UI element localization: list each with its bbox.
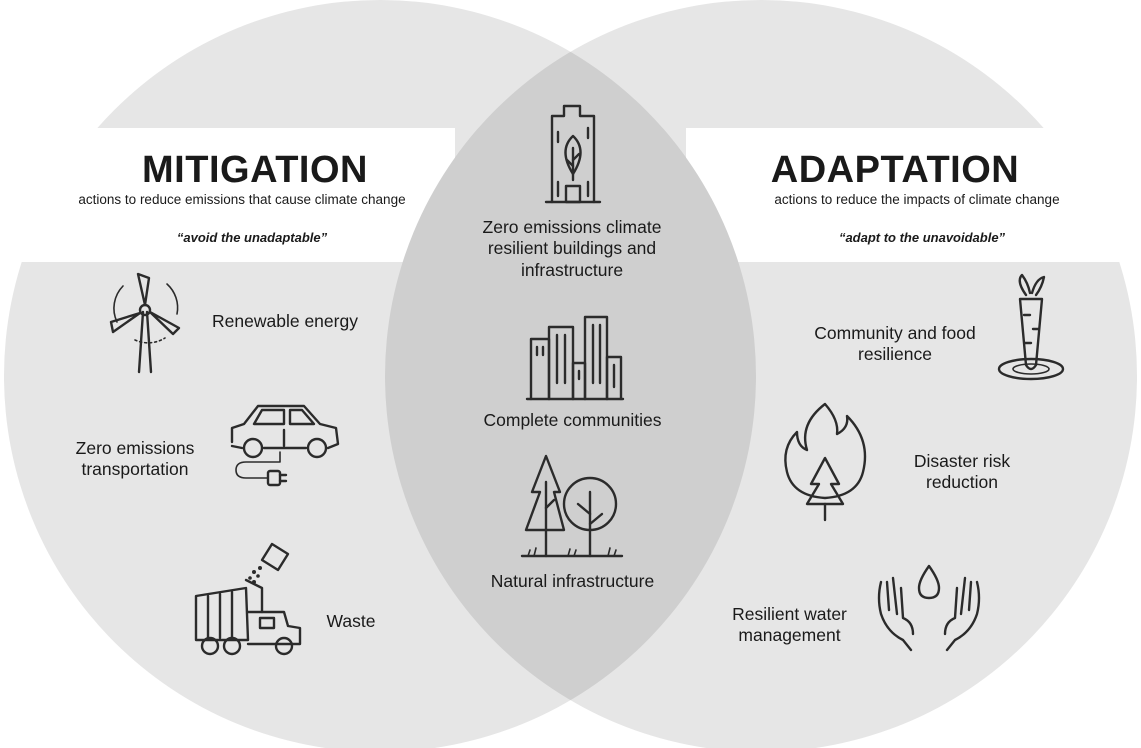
- mitigation-header-band: [0, 128, 455, 262]
- carrot-icon: [996, 273, 1068, 385]
- adaptation-header-band: [686, 128, 1141, 262]
- mitigation-subtitle: actions to reduce emissions that cause c…: [78, 192, 406, 207]
- mitigation-quote: “avoid the unadaptable”: [176, 230, 328, 245]
- mitigation-item-label: Waste: [326, 611, 376, 631]
- trees-icon: [520, 452, 624, 562]
- shared-item-label: Zero emissions climate resilient buildin…: [482, 217, 662, 280]
- adaptation-item-label: Community and food resilience: [814, 323, 976, 365]
- electric-car-icon: [228, 398, 343, 498]
- adaptation-title: ADAPTATION: [770, 149, 1020, 191]
- mitigation-title: MITIGATION: [142, 149, 368, 191]
- shared-item-label: Natural infrastructure: [490, 571, 655, 591]
- shared-item-label: Complete communities: [483, 410, 662, 430]
- adaptation-item-label: Disaster risk reduction: [913, 451, 1011, 493]
- wildfire-tree-icon: [779, 400, 873, 524]
- city-buildings-icon: [525, 313, 625, 401]
- adaptation-subtitle: actions to reduce the impacts of climate…: [774, 192, 1060, 207]
- mitigation-item-label: Zero emissions transportation: [75, 438, 195, 480]
- adaptation-item-label: Resilient water management: [732, 604, 847, 646]
- wind-turbine-icon: [105, 270, 183, 375]
- green-building-icon: [538, 102, 608, 206]
- overlap-lens-restore: [385, 128, 756, 262]
- mitigation-item-label: Renewable energy: [212, 311, 358, 331]
- adaptation-quote: “adapt to the unavoidable”: [838, 230, 1006, 245]
- hands-water-drop-icon: [873, 558, 985, 654]
- garbage-truck-icon: [188, 540, 306, 658]
